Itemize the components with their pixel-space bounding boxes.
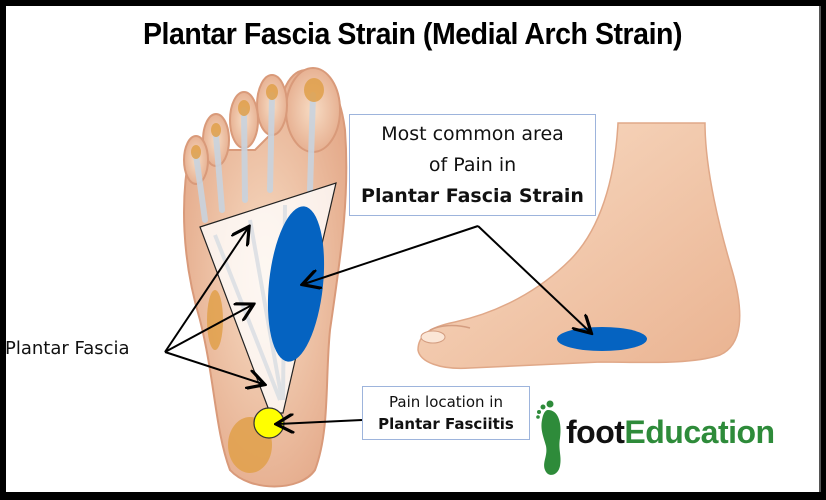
callout-fasciitis: Pain location in Plantar Fasciitis	[362, 386, 530, 440]
callout-strain-line3: Plantar Fascia Strain	[361, 185, 584, 207]
plantar-fascia-label: Plantar Fascia	[5, 338, 130, 359]
callout-fasciitis-line2: Plantar Fasciitis	[378, 415, 514, 433]
strain-pain-marker-side	[557, 327, 647, 351]
callout-arrows	[164, 226, 590, 424]
diagram-title: Plantar Fascia Strain (Medial Arch Strai…	[142, 16, 683, 51]
footprint-icon	[536, 400, 561, 475]
foot-education-logo: footEducation	[536, 400, 816, 480]
callout-fasciitis-line1: Pain location in	[389, 393, 503, 411]
callout-strain: Most common area of Pain in Plantar Fasc…	[349, 114, 596, 216]
callout-strain-line1: Most common area	[381, 123, 564, 145]
foot-side-view	[417, 122, 741, 370]
callout-strain-line2: of Pain in	[428, 154, 517, 176]
logo-word-education: Education	[624, 414, 775, 450]
strain-pain-marker-bottom	[267, 206, 325, 362]
logo-word-foot: foot	[566, 414, 625, 450]
